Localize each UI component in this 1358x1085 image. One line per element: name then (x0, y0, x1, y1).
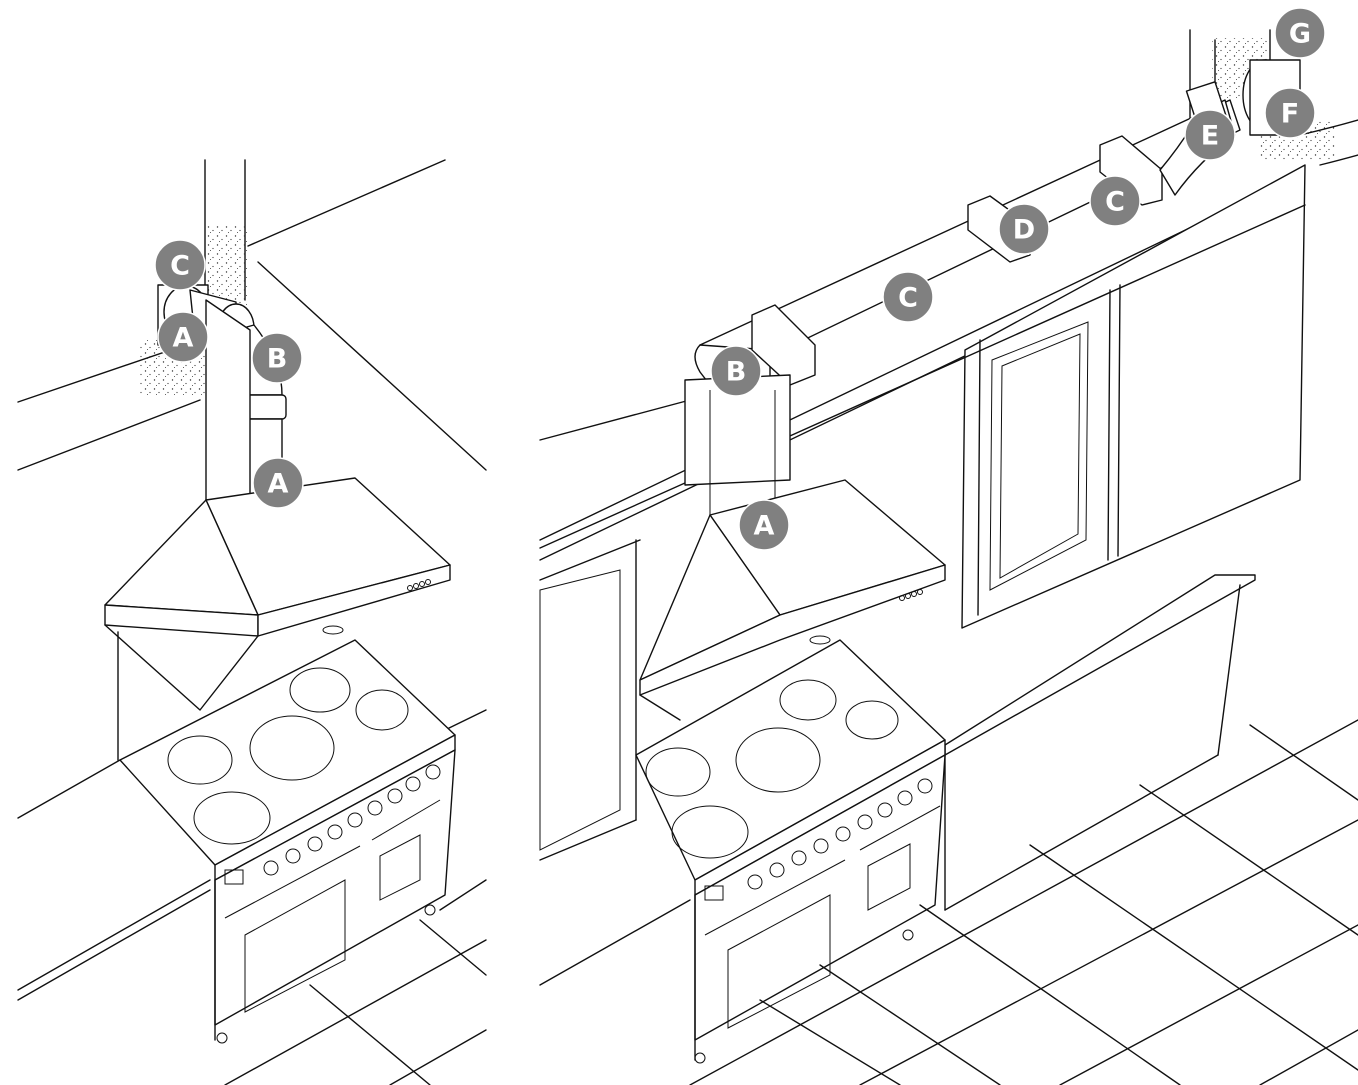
left-range-cooker (119, 639, 456, 1044)
callout-right-g: G (1274, 7, 1326, 59)
callout-right-c-1: C (882, 271, 934, 323)
right-cooker-knobs (747, 778, 933, 890)
svg-text:A: A (173, 323, 194, 354)
svg-text:A: A (754, 511, 775, 542)
svg-text:G: G (1289, 19, 1311, 50)
right-range-cooker (635, 639, 946, 1064)
svg-text:D: D (1013, 215, 1035, 246)
right-cooker-hood (639, 374, 946, 721)
svg-text:B: B (267, 344, 288, 375)
callout-right-b: B (710, 345, 762, 397)
svg-text:E: E (1201, 121, 1219, 152)
left-cooker-hood (104, 299, 451, 761)
svg-text:C: C (1105, 187, 1125, 218)
callout-right-d: D (998, 203, 1050, 255)
svg-text:A: A (268, 469, 289, 500)
right-hood-control-buttons (899, 589, 923, 601)
left-hood-control-buttons (407, 579, 431, 591)
svg-text:C: C (898, 283, 918, 314)
right-side-cabinet (539, 539, 637, 861)
callout-left-a-upper: A (157, 311, 209, 363)
left-installation-scene (17, 159, 487, 1085)
callout-left-a-lower: A (252, 457, 304, 509)
callout-right-e: E (1184, 109, 1236, 161)
svg-text:F: F (1281, 99, 1299, 130)
right-floor-tiles (689, 719, 1358, 1085)
callout-left-b: B (251, 332, 303, 384)
callout-left-c: C (154, 239, 206, 291)
left-floor-tiles (224, 879, 487, 1085)
right-wall-cabinets (539, 164, 1306, 629)
left-cooker-knobs (263, 764, 441, 876)
right-installation-scene (539, 29, 1358, 1085)
callout-right-f: F (1264, 87, 1316, 139)
svg-text:B: B (726, 357, 747, 388)
svg-text:C: C (170, 251, 190, 282)
callout-right-a: A (738, 499, 790, 551)
callout-badges: C A B A B A C D (154, 7, 1326, 551)
callout-right-c-2: C (1089, 175, 1141, 227)
